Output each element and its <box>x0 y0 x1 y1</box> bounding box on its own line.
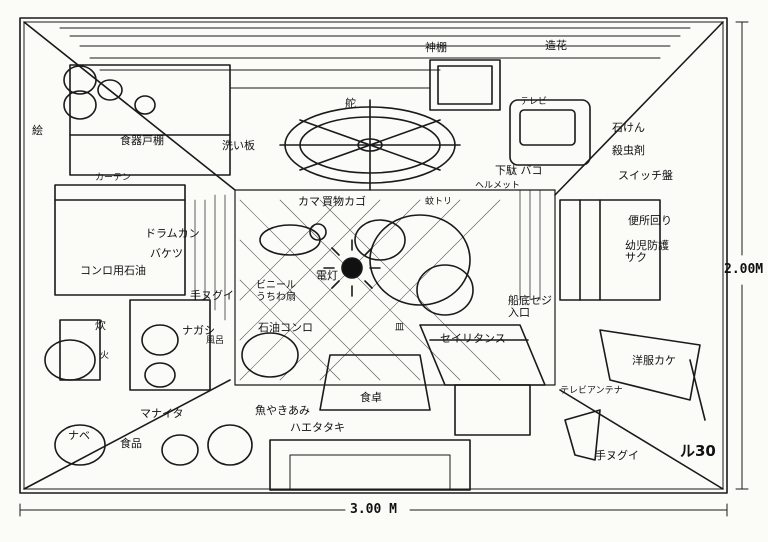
kitchen-items <box>44 299 299 466</box>
ship-wheel <box>279 99 461 191</box>
drawer-chest <box>419 324 546 436</box>
label-bath: 風呂 <box>206 336 225 346</box>
signature: ル30 <box>680 442 716 460</box>
floor-tiles <box>239 199 501 381</box>
label-oven-grill: 魚やきあみ <box>255 404 310 417</box>
label-cloth-storage: セイリタンス <box>440 332 506 345</box>
label-tv-antenna: テレビアンテナ <box>560 386 623 396</box>
width-label: 3.00 M <box>350 502 397 517</box>
label-bug-repellent: 殺虫剤 <box>612 144 645 157</box>
window-left <box>54 184 186 296</box>
clothes-hanger <box>599 329 706 421</box>
label-curtain: カーテン <box>95 173 132 183</box>
room-outline <box>19 17 728 494</box>
label-basket: 買物カゴ <box>322 195 366 208</box>
label-picture: 絵 <box>32 124 43 137</box>
light-bulb <box>323 239 381 297</box>
label-shrine-shelf: 神棚 <box>425 41 447 54</box>
label-shoe: 下駄 バコ <box>495 164 543 177</box>
width-dimension <box>19 503 728 517</box>
label-ship-wheel: 舵 <box>345 97 356 110</box>
person-figure <box>354 214 474 316</box>
label-hand-towel-left: 手ヌグイ <box>190 289 234 302</box>
height-label: 2.00M <box>724 262 764 277</box>
doorway <box>269 439 471 491</box>
label-drum-can: ドラムカン <box>145 227 200 240</box>
label-child-gate: 幼児防護サク <box>625 239 669 264</box>
label-light: 電灯 <box>316 269 338 282</box>
label-dining-table: 食卓 <box>360 391 382 404</box>
label-vinyl-fan: ビニール うちわ扇 <box>256 280 296 303</box>
label-cooking-pot: 炊 <box>95 319 106 332</box>
label-fire-small: 火 <box>100 351 110 361</box>
label-soap: 石けん <box>612 121 645 134</box>
label-western-clothes: 洋服カケ <box>632 354 676 367</box>
label-dish: 皿 <box>395 323 405 333</box>
label-kerosene-stove: 石油コンロ <box>258 321 313 334</box>
height-dimension <box>735 21 749 490</box>
label-cupboard: 食器戸棚 <box>120 134 164 147</box>
label-mosquito: 蚊トリ <box>425 197 453 207</box>
label-bucket: バケツ <box>150 247 183 260</box>
label-sink: ナガシ <box>182 324 215 337</box>
label-helmet: ヘルメット <box>475 181 521 191</box>
shutter <box>59 27 691 89</box>
label-hand-towel-right: 手ヌグイ <box>595 449 639 462</box>
label-ship-bottom: 船底セジ 入口 <box>508 294 552 319</box>
label-toilet-area: 便所回り <box>628 214 672 227</box>
label-stove-kerosene: コンロ用石油 <box>80 264 146 277</box>
label-fan-left: カマ <box>298 195 320 208</box>
wall-planks <box>194 189 541 321</box>
window-right <box>559 199 661 301</box>
label-television: テレビ <box>520 97 548 107</box>
label-pan: ナベ <box>68 429 90 442</box>
label-food: 食品 <box>120 437 142 450</box>
label-switchboard: スイッチ盤 <box>618 169 673 182</box>
dining-area <box>319 354 431 411</box>
cupboard <box>63 64 231 176</box>
antenna-area <box>564 409 601 461</box>
cat-figure <box>259 223 327 256</box>
television-set <box>429 59 591 166</box>
label-artificial-flowers: 造花 <box>545 39 567 52</box>
label-washing-board: 洗い板 <box>222 139 255 152</box>
label-cutting-board: マナイタ <box>140 407 184 420</box>
label-fly-swatter: ハエタタキ <box>290 421 345 434</box>
